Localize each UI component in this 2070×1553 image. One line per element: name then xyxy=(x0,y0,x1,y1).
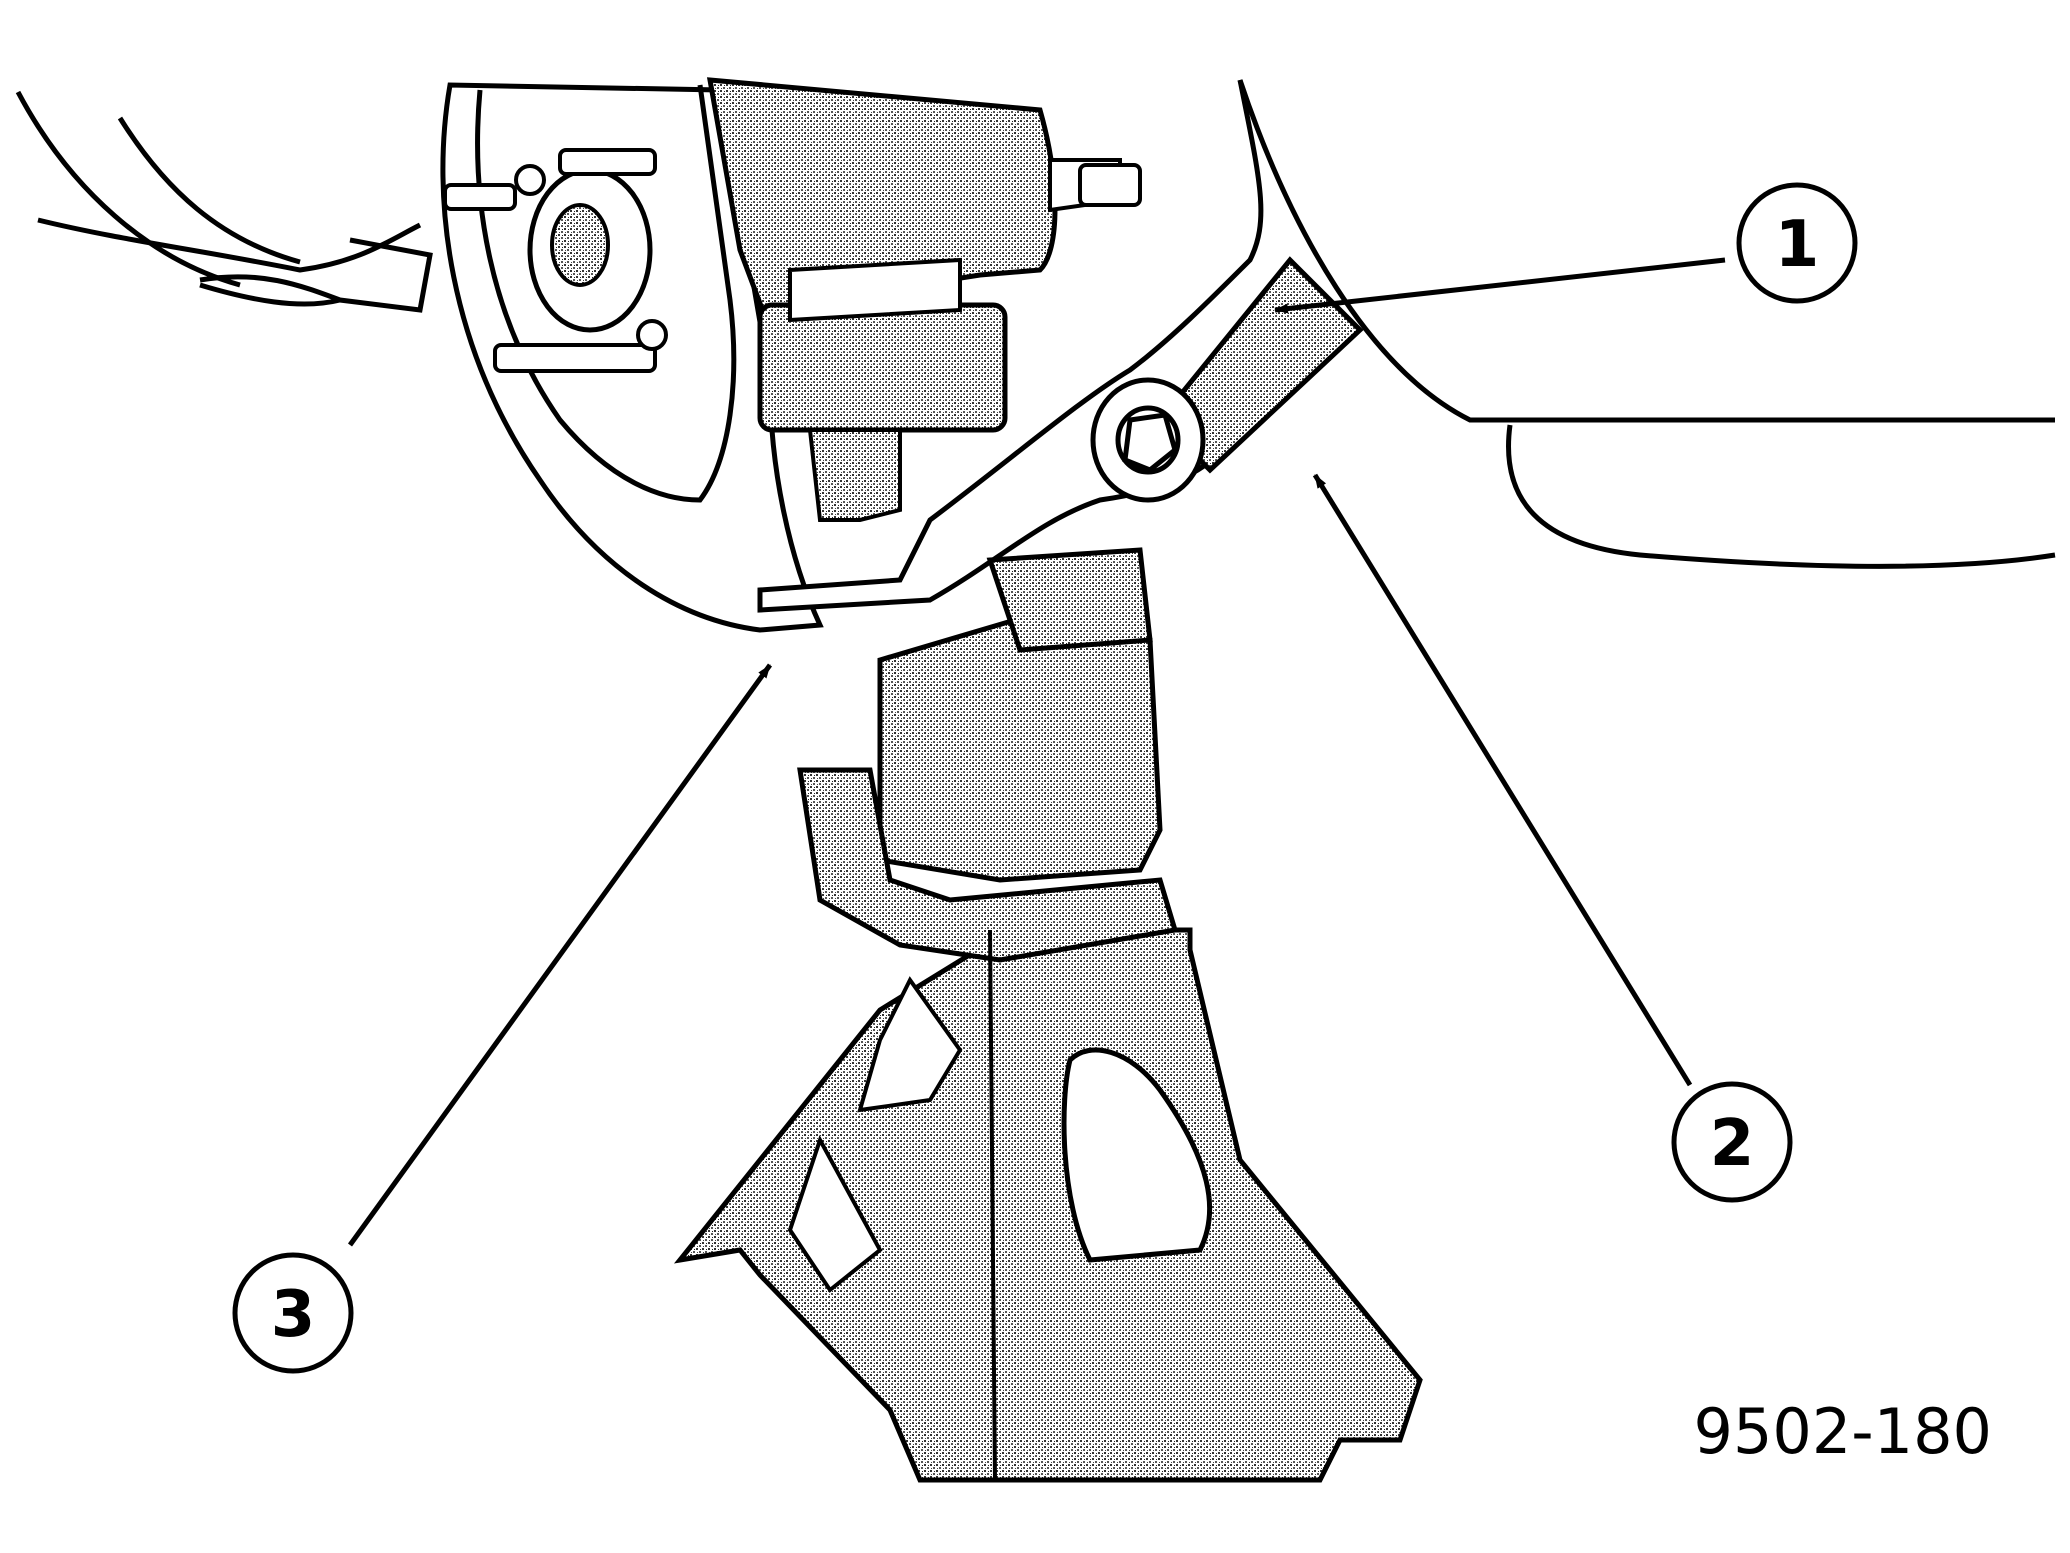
leader-line-1 xyxy=(1274,257,1726,314)
callout-3: 3 xyxy=(232,1252,354,1374)
leader-line-3 xyxy=(347,663,773,1247)
leader-lines xyxy=(347,257,1726,1247)
leader-line-2 xyxy=(1312,473,1693,1087)
figure-id: 9502-180 xyxy=(1694,1395,1993,1468)
callout-1: 1 xyxy=(1736,182,1858,304)
callout-2-label: 2 xyxy=(1710,1107,1755,1181)
jack-stand xyxy=(673,547,1423,1483)
callout-2: 2 xyxy=(1671,1081,1793,1203)
lower-control-arm xyxy=(757,79,1364,613)
vehicle-body xyxy=(1237,79,2056,569)
tire-outline xyxy=(15,90,422,288)
callout-3-label: 3 xyxy=(271,1278,316,1352)
brake-caliper xyxy=(706,77,1142,522)
drive-shaft xyxy=(199,237,433,313)
callout-1-label: 1 xyxy=(1775,208,1820,282)
wheel-studs xyxy=(443,148,668,373)
